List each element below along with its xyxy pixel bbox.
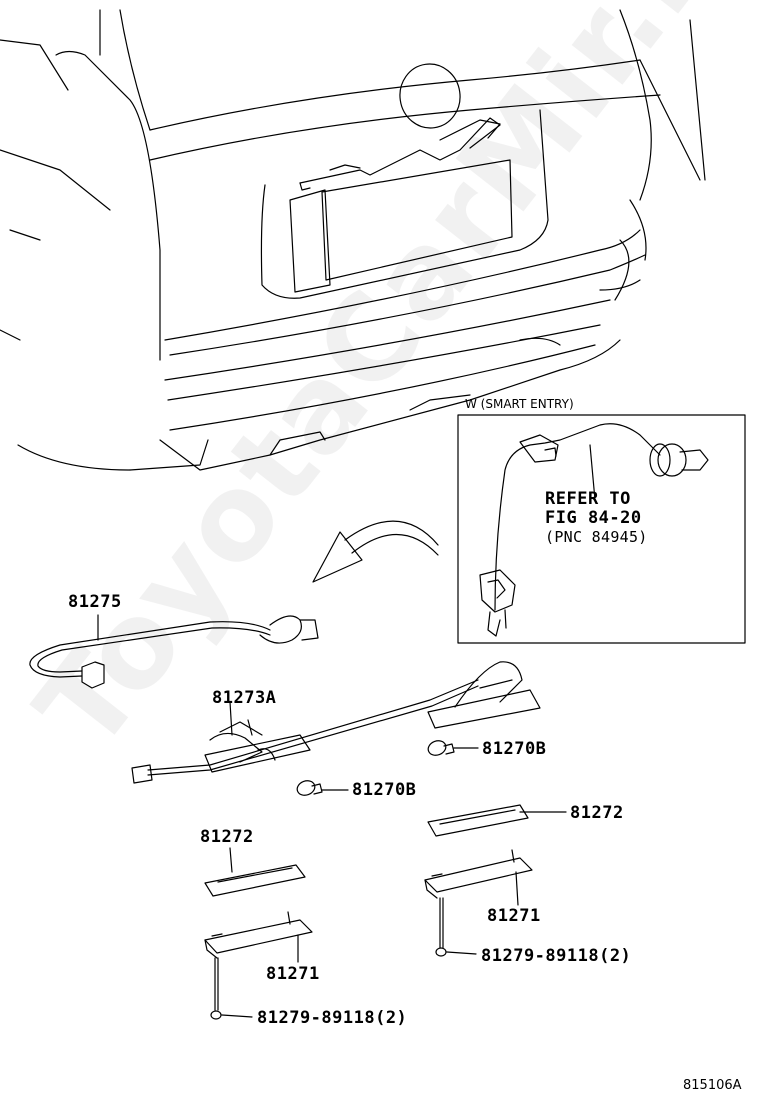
housing-81271-right bbox=[424, 849, 533, 906]
lens-81272-right bbox=[427, 804, 567, 837]
callout-81271-right: 81271 bbox=[487, 906, 541, 926]
callout-81272-left: 81272 bbox=[200, 827, 254, 847]
housing-81271-left bbox=[204, 911, 313, 963]
screw-81279-right bbox=[435, 897, 477, 957]
smart-entry-inset bbox=[457, 414, 746, 644]
callout-81271-left: 81271 bbox=[266, 964, 320, 984]
inset-refer-line3: (PNC 84945) bbox=[545, 528, 648, 546]
bulb-81270b-right bbox=[427, 740, 479, 756]
callout-81275: 81275 bbox=[68, 592, 122, 612]
callout-81270b-left: 81270B bbox=[352, 780, 417, 800]
license-lamp-assy-81273a bbox=[131, 661, 541, 784]
bulb-81270b-left bbox=[296, 780, 349, 796]
vehicle-rear-illustration bbox=[0, 9, 706, 471]
lens-81272-left bbox=[204, 847, 306, 897]
inset-refer-line1: REFER TO bbox=[545, 489, 631, 509]
callout-81279-right: 81279-89118(2) bbox=[481, 946, 632, 966]
callout-81272-right: 81272 bbox=[570, 803, 624, 823]
screw-81279-left bbox=[210, 957, 253, 1020]
inset-refer-line2: FIG 84-20 bbox=[545, 508, 642, 528]
figure-code: 815106A bbox=[683, 1078, 742, 1093]
callout-81279-left: 81279-89118(2) bbox=[257, 1008, 408, 1028]
direction-arrow bbox=[312, 520, 439, 583]
callout-81270b-right: 81270B bbox=[482, 739, 547, 759]
callout-81273a: 81273A bbox=[212, 688, 277, 708]
wire-harness-81275 bbox=[29, 614, 319, 689]
inset-title: W (SMART ENTRY) bbox=[465, 397, 574, 411]
